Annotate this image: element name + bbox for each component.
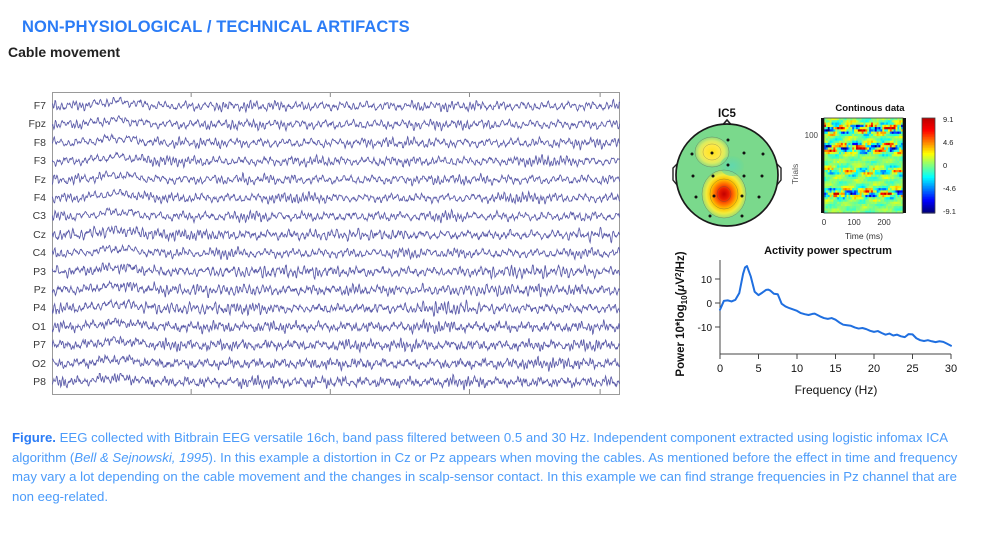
spectrum-ylabel: Power 10*log10(μV2/Hz) [674, 251, 689, 376]
spectrum-xtick-10: 10 [791, 363, 803, 375]
spectrum-xtick-5: 5 [755, 363, 761, 375]
caption-citation: Bell & Sejnowski, 1995 [74, 449, 209, 465]
caption-text-a: EEG collected with Bitbrain EEG versatil… [12, 430, 948, 465]
spectrum-ytick-0: 0 [706, 299, 712, 310]
eeg-channel-label-fz: Fz [34, 173, 46, 186]
eeg-channel-label-cz: Cz [33, 228, 46, 241]
colorbar-ticks: 9.1 4.6 0 -4.6 -9.1 [943, 115, 956, 216]
eeg-channel-label-p8: P8 [33, 376, 46, 388]
spectrum-xtick-20: 20 [868, 363, 880, 375]
eeg-channel-label-o2: O2 [31, 357, 46, 370]
eeg-channel-label-p3: P3 [33, 265, 46, 278]
eeg-channel-label-f7: F7 [33, 100, 46, 112]
eeg-trace-o2 [52, 353, 620, 372]
eeg-traces-svg [52, 93, 620, 394]
topoplot-title: IC5 [718, 108, 737, 120]
eeg-channel-label-pz: Pz [33, 284, 46, 296]
eeg-trace-f3 [52, 151, 620, 169]
colorbar-tick-lo: -4.6 [943, 184, 956, 193]
page-subtitle: Cable movement [8, 44, 121, 60]
spectrum-xtick-30: 30 [945, 363, 957, 375]
spectrum-xtick-25: 25 [906, 363, 918, 375]
topoplot-panel: IC5 [662, 92, 792, 240]
colorbar-tick-hi: 4.6 [943, 138, 953, 147]
continuous-xticks: 0 100 200 [822, 218, 891, 227]
eeg-channel-label-f3: F3 [33, 155, 46, 168]
spectrum-xticks: 0 5 10 15 20 25 30 [717, 354, 957, 375]
eeg-trace-f4 [52, 188, 620, 205]
page-title: NON-PHYSIOLOGICAL / TECHNICAL ARTIFACTS [22, 18, 410, 36]
eeg-channel-label-f8: F8 [33, 136, 46, 149]
head-outline [675, 123, 779, 227]
spectrum-yticks [715, 278, 720, 328]
continuous-xtick-200: 200 [877, 218, 891, 227]
figure-caption: Figure. EEG collected with Bitbrain EEG … [12, 428, 972, 506]
spectrum-ytick-neg10: -10 [698, 323, 713, 334]
continuous-data-title: Continous data [835, 103, 905, 114]
eeg-trace-fpz [52, 115, 620, 133]
continuous-xtick-0: 0 [822, 218, 827, 227]
colorbar-tick-zero: 0 [943, 161, 947, 170]
continuous-data-svg: Continous data Trials 100 0 100 200 Time… [790, 103, 956, 241]
power-spectrum-svg: Activity power spectrum Power 10*log10(μ… [674, 245, 957, 397]
eeg-channel-label-c4: C4 [32, 247, 46, 260]
eeg-trace-f8 [52, 133, 620, 151]
colorbar-tick-min: -9.1 [943, 207, 956, 216]
spectrum-ytick-10: 10 [701, 275, 713, 286]
eeg-trace-p3 [52, 262, 620, 281]
continuous-heatmap [823, 117, 904, 214]
spectrum-xtick-0: 0 [717, 363, 723, 375]
continuous-data-panel: Continous data Trials 100 0 100 200 Time… [788, 96, 964, 246]
continuous-ytick-100: 100 [805, 131, 819, 140]
colorbar [921, 117, 936, 214]
spectrum-ytick-labels: 10 0 -10 [698, 275, 713, 334]
eeg-trace-p7 [52, 335, 620, 354]
eeg-channel-label-p7: P7 [33, 339, 46, 352]
electrode-markers [690, 138, 765, 218]
spectrum-xtick-15: 15 [829, 363, 841, 375]
eeg-trace-c4 [52, 243, 620, 261]
eeg-trace-c3 [52, 206, 620, 225]
left-ear-marker [672, 163, 678, 186]
continuous-ylabel: Trials [790, 164, 800, 184]
colorbar-tick-max: 9.1 [943, 115, 953, 124]
eeg-trace-p8 [52, 372, 620, 391]
eeg-trace-fz [52, 169, 620, 187]
continuous-xtick-100: 100 [847, 218, 861, 227]
eeg-trace-o1 [52, 317, 620, 336]
eeg-channel-label-fpz: Fpz [28, 118, 46, 131]
eeg-trace-pz [52, 280, 620, 299]
eeg-trace-f7 [52, 96, 620, 114]
spectrum-xlabel: Frequency (Hz) [795, 383, 878, 397]
eeg-trace-cz [52, 225, 620, 245]
right-ear-marker [776, 163, 782, 186]
topoplot-svg: IC5 [672, 108, 782, 227]
spectrum-title: Activity power spectrum [764, 245, 892, 257]
eeg-trace-p4 [52, 298, 620, 317]
eeg-channel-label-p4: P4 [33, 302, 46, 315]
spectrum-data-line [719, 265, 952, 347]
eeg-channel-label-f4: F4 [33, 192, 46, 204]
eeg-trace-panel [52, 92, 620, 395]
caption-text-b: ). In this example a distortion in Cz or… [12, 449, 958, 504]
power-spectrum-panel: Activity power spectrum Power 10*log10(μ… [668, 236, 968, 401]
continuous-xlabel: Time (ms) [845, 231, 883, 241]
eeg-channel-label-c3: C3 [32, 210, 46, 223]
eeg-channel-label-o1: O1 [31, 320, 46, 333]
svg-text:Power 10*log10(μV2/Hz): Power 10*log10(μV2/Hz) [674, 251, 689, 376]
caption-label: Figure. [12, 430, 56, 445]
